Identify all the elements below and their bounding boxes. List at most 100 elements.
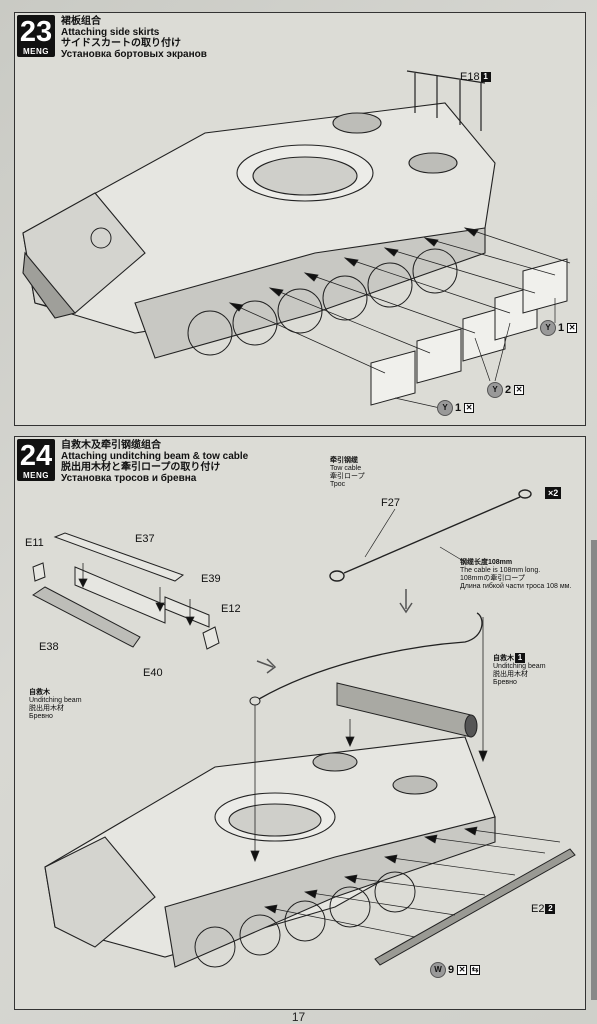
beam-part-e38 [32,586,141,648]
engine-fan-left [332,112,382,134]
y-circle-icon: Y [540,320,556,336]
road-wheel [277,288,323,334]
cable-eye [249,696,261,706]
cable-installed [258,612,483,700]
beam-part-e39 [164,596,210,628]
page-binding-edge [591,540,597,1000]
title-ja: 脱出用木材と牽引ロープの取り付け [61,462,221,473]
cable-length-ja: 108mmの牽引ロープ [460,575,525,582]
hull-hatch [90,227,112,249]
part-e39-label: E39 [201,573,221,585]
step-number-badge: 23 MENG [17,15,55,57]
part-e2-label: E2 [531,903,545,915]
step-number: 24 [19,440,53,472]
beam-end [464,714,478,738]
road-wheel [374,871,416,913]
part-e18-label: E18 [460,71,480,83]
brand-logo: MENG [23,471,49,480]
front-glacis [22,192,146,314]
part-y2-badge: Y 2 ✕ [487,382,525,398]
tow-cable-ja: 牽引ロープ [330,473,365,480]
beam-part-e11 [32,562,46,582]
title-en: Attaching side skirts [61,27,160,38]
y1-number: 1 [455,402,462,414]
title-ru: Установка тросов и бревна [61,473,197,484]
turret-opening [252,156,358,196]
w9-number: 9 [448,964,455,976]
part-e40-label: E40 [143,667,163,679]
tow-cable-label: 牵引钢缆 Tow cable 牽引ロープ Трос [330,457,365,489]
cable-length-zh: 钢缆长度108mm [460,559,513,566]
track-run [134,227,486,359]
cut-mark-icon: ✕ [457,965,468,975]
engine-fan-right [392,775,438,795]
track-run [164,816,496,968]
title-zh: 自救木及牵引钢缆组合 [61,440,161,451]
unditching-ja: 脱出用木材 [493,671,528,678]
y2-number: 2 [505,384,512,396]
part-w9-badge: W 9 ✕ ⇆ [430,962,481,978]
tank-side-skirts-diagram [22,70,571,409]
step-number: 23 [19,16,53,48]
road-wheel [322,275,368,321]
title-zh: 裙板组合 [61,16,101,27]
brand-logo: MENG [23,47,49,56]
road-wheel [367,262,413,308]
unditching-zh: 自救木 [29,689,50,696]
part-e37-label: E37 [135,533,155,545]
cut-mark-icon: ✕ [567,323,578,333]
tow-cable-f27 [329,489,532,582]
tow-cable-en: Tow cable [330,465,362,472]
unditching-en: Unditching beam [29,697,82,704]
page-number: 17 [291,1010,306,1024]
beam-part-e40 [74,566,166,624]
part-e38-label: E38 [39,641,59,653]
front-glacis [44,836,156,948]
step-23-panel: 23 MENG 裙板组合 Attaching side skirts サイドスカ… [14,12,586,426]
unditching-ru: Бревно [29,713,53,720]
cable-length-note: 钢缆长度108mm The cable is 108mm long. 108mm… [460,559,571,591]
unditching-en: Unditching beam [493,663,546,670]
cut-mark-icon: ✕ [464,403,475,413]
rail-part-e2 [374,848,576,966]
title-ru: Установка бортовых экранов [61,49,207,60]
cut-mark-icon: ✕ [514,385,525,395]
part-e18-qty: 1 [480,72,491,83]
cable-length-en: The cable is 108mm long. [460,567,541,574]
right-arrow-icon [256,658,277,674]
beam-part-e12 [202,626,220,650]
skirt-panel [416,328,462,384]
down-arrow-icon [399,589,413,614]
title-en: Attaching unditching beam & tow cable [61,451,249,462]
road-wheel [329,886,371,928]
unditching-qty: 1 [515,653,525,663]
unditching-ru: Бревно [493,679,517,686]
road-wheel [284,900,326,942]
part-e11-label: E11 [25,537,44,549]
y1-number: 1 [558,322,565,334]
tow-cable-ru: Трос [330,481,346,488]
part-e12-label: E12 [221,603,241,615]
unditching-beam-left-label: 自救木 Unditching beam 脱出用木材 Бревно [29,689,82,721]
title-ja: サイドスカートの取り付け [61,38,181,49]
unditching-zh: 自救木 [493,654,514,662]
unditching-beam [336,682,472,738]
skirt-panel [522,258,568,314]
road-wheel [412,248,458,294]
road-wheel [232,300,278,346]
road-wheel [194,926,236,968]
part-e2-qty: 2 [545,904,556,915]
tank-unditching-beam-diagram [32,489,576,968]
road-wheel [187,310,233,356]
y-circle-icon: Y [437,400,453,416]
step-number-badge: 24 MENG [17,439,55,481]
step-titles: 裙板组合 Attaching side skirts サイドスカートの取り付け … [61,16,207,60]
cable-length-ru: Длина гибкой части троса 108 мм. [460,583,572,590]
unditching-ja: 脱出用木材 [29,705,64,712]
quantity-x2-badge: ×2 [545,487,562,499]
w-circle-icon: W [430,962,446,978]
beam-part-e37 [53,532,185,582]
